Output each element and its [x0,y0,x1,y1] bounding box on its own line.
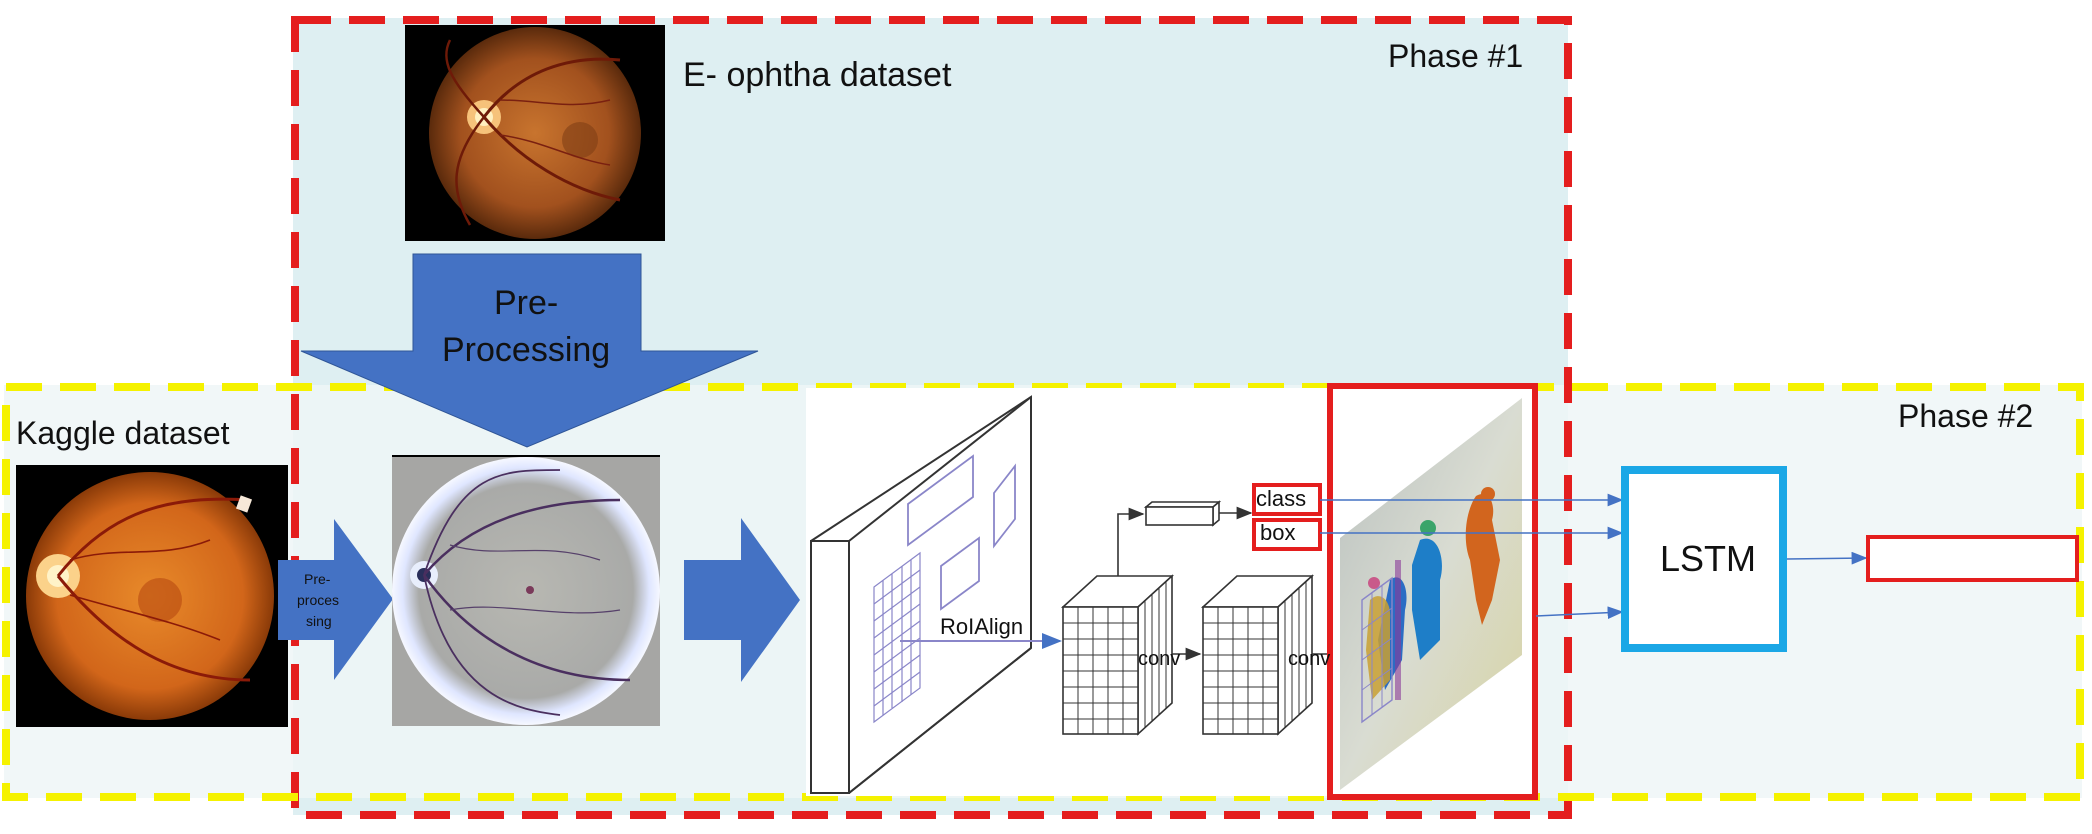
preprocess-small-label-line1: Pre- [304,571,331,587]
eophtha-dataset-label: E- ophtha dataset [683,56,952,94]
lstm-to-severity-arrow [1786,551,1868,565]
roialign-label: RoIAlign [940,614,1024,639]
lstm-box [1621,466,1787,652]
mask-to-lstm-arrow [1535,606,1624,620]
phase2-border [2,383,2084,801]
segmentation-output-image [1327,383,1538,800]
kaggle-dataset-label: Kaggle dataset [16,415,230,451]
region-proposals [907,454,1016,611]
kaggle-fundus-image [16,465,288,727]
lstm-label: LSTM [1660,538,1757,579]
conv1-label: conv [1138,648,1181,670]
preprocess-large-label-line2: Processing [442,331,611,369]
phase2-label: Phase #2 [1898,398,2034,434]
network-input-arrow [684,518,800,682]
conv2-label: conv [1288,648,1331,670]
conv-block-2-grid [1203,582,1307,734]
severity-label: Severity [1908,542,2010,573]
severity-box [1866,535,2079,582]
preprocess-arrow-large [300,253,759,448]
branch-arrow [1117,507,1145,576]
roi-grid [873,551,921,724]
preprocess-large-label-line1: Pre- [494,284,559,322]
conv-block-1-grid [1063,582,1167,734]
eophtha-fundus-image [405,25,665,241]
phase1-border [291,16,1572,819]
feature-map-box [810,395,1032,794]
phase1-label: Phase #1 [1388,38,1524,74]
enhanced-fundus-image [392,455,660,726]
preprocess-small-label-line3: sing [306,613,332,629]
box-box-outline [1252,518,1322,551]
fc-layer [1143,500,1222,527]
preprocess-arrow-small [278,519,393,680]
box-label: box [1260,520,1296,545]
class-label: class [1256,486,1307,511]
preprocess-small-label-line2: proces [297,592,340,608]
